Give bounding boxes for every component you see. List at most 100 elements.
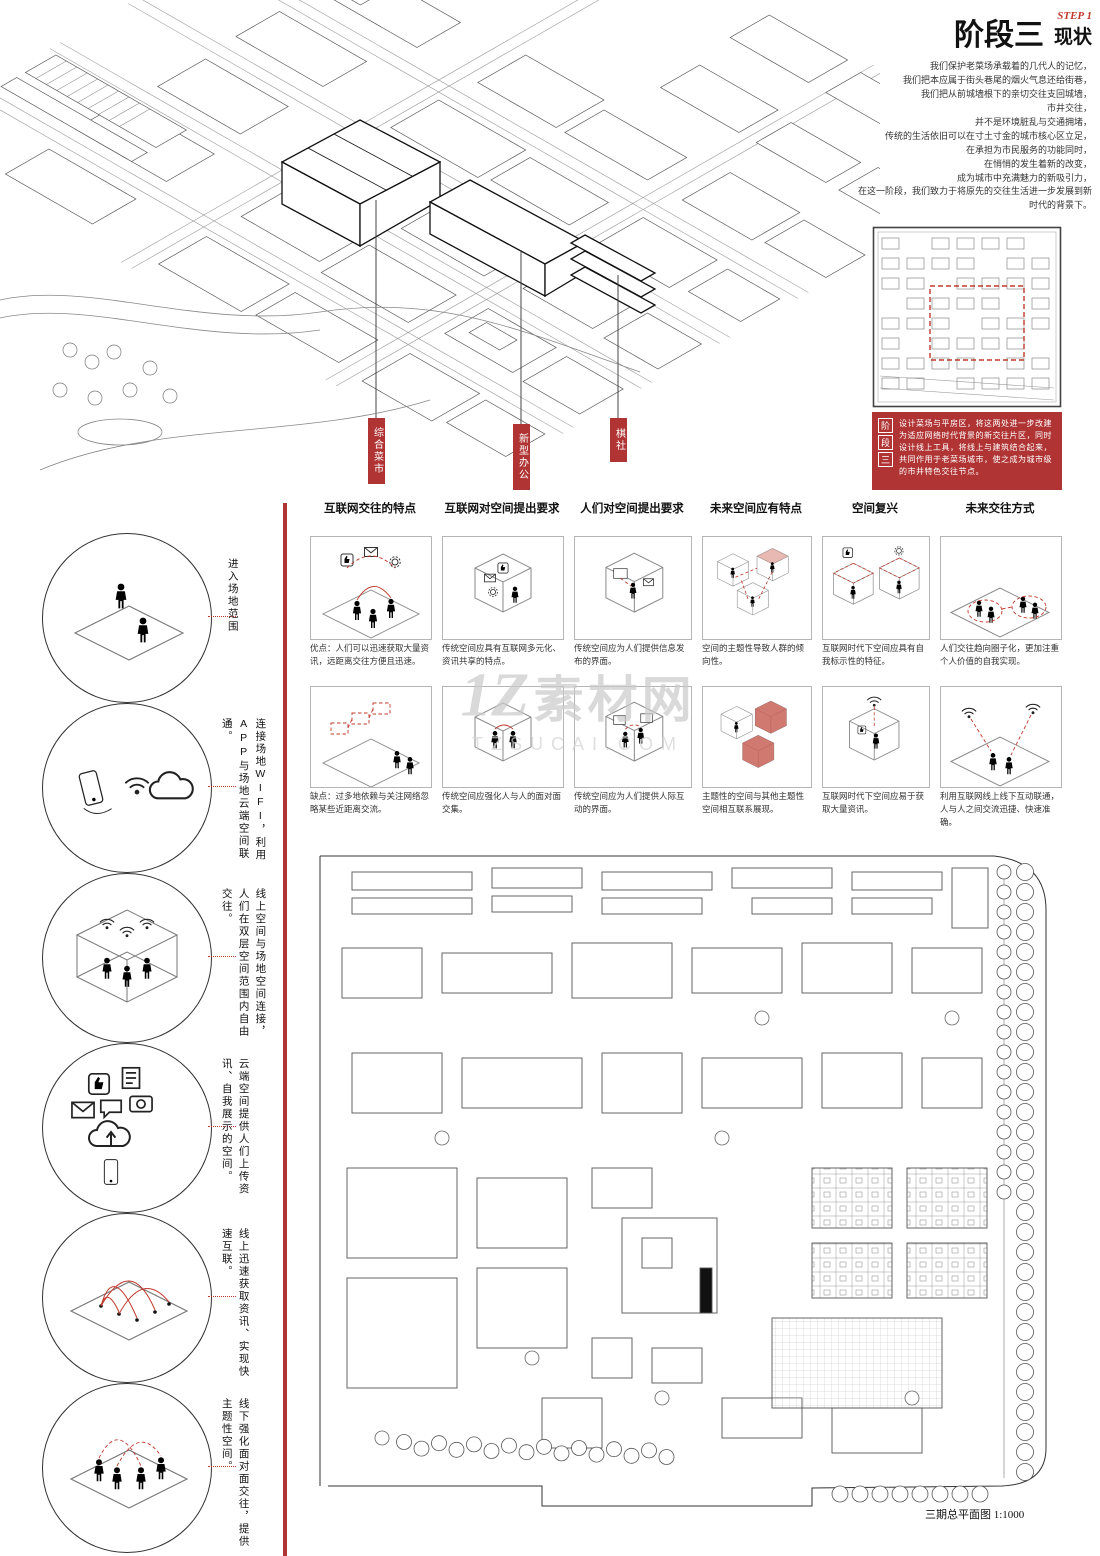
gear-icon: [389, 556, 401, 568]
intro-line: 我们把本应属于街头巷尾的烟火气息还给街巷，: [902, 74, 1092, 85]
column-header-1: 互联网交往的特点: [324, 503, 416, 515]
intro-line: 在承担为市民服务的功能同时，: [965, 144, 1092, 155]
mail-icon: [364, 547, 378, 557]
red-divider: [283, 503, 287, 1556]
column-header-3: 人们对空间提出要求: [580, 503, 684, 515]
caption: 利用互联网线上线下互动联通，人与人之间交流迅捷、快速准确。: [940, 791, 1060, 827]
site-plate-icon: [950, 736, 1050, 787]
site-plate-icon: [74, 605, 184, 661]
step-label-4: 云端空间提供人们上传资讯、自我展示的空间。: [220, 1058, 250, 1196]
mail-icon: [71, 1101, 95, 1119]
cube-icon: [879, 557, 920, 600]
step-circle-3: [42, 873, 212, 1043]
person-icon: [872, 733, 880, 749]
caption: 传统空间应具有互联网多元化、资讯共享的特点。: [442, 643, 562, 666]
person-icon: [491, 731, 499, 749]
caption: 主题性的空间与其他主题性空间相互联系展现。: [702, 791, 805, 814]
phase-side-char: 三: [878, 452, 893, 467]
file-icon: [121, 1066, 141, 1090]
caption: 互联网时代下空间应易于获取大量资讯。: [822, 791, 925, 814]
plan-caption: 三期总平面图 1:1000: [925, 1509, 1025, 1521]
page-title: 阶段三: [953, 19, 1044, 52]
intro-paragraph: 我们保护老菜场承载着的几代人的记忆， 我们把本应属于街头巷尾的烟火气息还给街巷，…: [852, 60, 1092, 213]
tree-row-right: [996, 863, 1034, 1481]
caption: 传统空间应强化人与人的面对面交集。: [442, 791, 562, 814]
wifi-icon: [124, 777, 150, 796]
diagram-cell: [574, 686, 692, 788]
chat-icon: [99, 1099, 123, 1119]
diagram-cell: [940, 536, 1062, 640]
like-icon: [87, 1072, 111, 1096]
person-icon: [115, 583, 127, 609]
person-icon: [975, 600, 983, 617]
diagram-cell: [310, 686, 432, 788]
cloud-icon: [148, 771, 194, 800]
page-subtitle: 现状: [1053, 27, 1092, 48]
person-icon: [629, 582, 637, 599]
camera-icon: [129, 1095, 153, 1113]
dotted-connector: [208, 1126, 236, 1127]
person-icon: [734, 722, 739, 733]
column-header-6: 未来交往方式: [965, 503, 1035, 515]
caption: 优点：人们可以迅速获取大量资讯，远距离交往方便且迅速。: [310, 643, 430, 666]
axon-label-chess-club: 棋社: [610, 418, 627, 462]
cube-icon: [474, 702, 532, 762]
like-icon: [842, 547, 853, 558]
intro-line: 在这一阶段，我们致力于将原先的交往生活进一步发展到新时代的背景下。: [857, 186, 1092, 211]
step-badge: STEP 1: [1057, 10, 1092, 22]
wifi-icon: [139, 918, 155, 930]
step-circle-1: [42, 533, 212, 703]
wifi-icon: [99, 918, 115, 930]
diagram-cell: [822, 686, 930, 788]
like-icon: [497, 562, 509, 574]
person-icon: [112, 1467, 122, 1490]
column-header-2: 互联网对空间提出要求: [444, 503, 560, 515]
dotted-connector: [208, 1296, 236, 1297]
dotted-connector: [208, 956, 236, 957]
axon-label-market: 综合菜市: [368, 418, 385, 484]
person-icon: [156, 1457, 166, 1480]
caption: 传统空间应为人们提供人际互动的界面。: [574, 791, 685, 814]
person-icon: [621, 731, 629, 748]
like-icon: [340, 553, 354, 567]
person-icon: [770, 562, 775, 573]
axon-city-drawing: [0, 0, 880, 471]
intro-line: 市井交往，: [1046, 102, 1092, 113]
site-plate-icon: [70, 1281, 188, 1341]
caption: 人们交往趋向圈子化，更加注重个人价值的自我实现。: [940, 643, 1060, 666]
wifi-icon: [866, 696, 882, 708]
screen-icon: [640, 713, 653, 723]
dotted-connector: [208, 616, 236, 617]
phase-side-char: 段: [878, 435, 893, 450]
person-icon: [136, 1467, 146, 1490]
screen-icon: [613, 715, 626, 725]
site-plate-icon: [70, 1449, 188, 1509]
phone-icon: [77, 769, 105, 807]
intro-line: 并不是环境脏乱与交通拥堵，: [974, 116, 1092, 127]
intro-line: 传统的生活依旧可以在寸土寸金的城市核心区立足，: [884, 130, 1092, 141]
focus-area-outline: [929, 285, 1025, 361]
person-icon: [1005, 757, 1013, 775]
diagram-cell: [702, 536, 812, 640]
cube-icon: [605, 552, 664, 613]
column-header-5: 空间复兴: [852, 503, 898, 515]
hand-icon: [83, 807, 112, 815]
gear-icon: [488, 587, 498, 597]
mail-icon: [643, 578, 654, 587]
site-plate-icon: [322, 589, 420, 639]
column-header-4: 未来空间应有特点: [710, 503, 802, 515]
cube-icon: [605, 701, 664, 762]
phone-icon: [103, 1159, 119, 1185]
person-icon: [850, 585, 856, 599]
master-plan-drawing: [319, 855, 1047, 1507]
caption: 传统空间应为人们提供信息发布的界面。: [574, 643, 685, 666]
diagram-cell: [822, 536, 930, 640]
diagram-cell: [442, 686, 564, 788]
person-icon: [94, 1459, 104, 1482]
phase-side-label: 阶 段 三: [878, 418, 893, 484]
screen-icon: [613, 568, 628, 579]
caption: 互联网时代下空间应具有自我标示性的特征。: [822, 643, 925, 666]
step-circle-5: [42, 1213, 212, 1383]
intro-line: 成为城市中充满魅力的新吸引力，: [956, 172, 1092, 183]
